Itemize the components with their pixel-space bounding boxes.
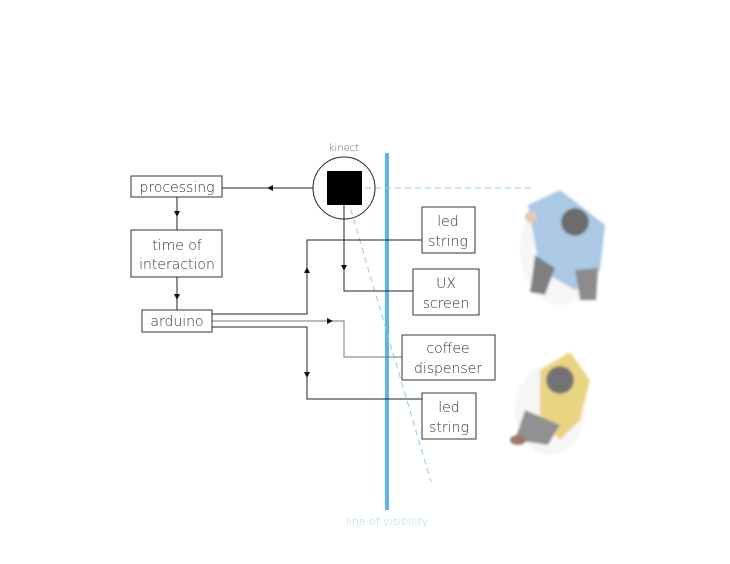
person-top-image [520,190,605,305]
arrow-right-icon [327,318,333,324]
arrow-down-icon [341,265,347,271]
ux-screen-label-1: UX [436,276,456,292]
arrow-down-icon [304,372,310,378]
arduino-to-led-bottom-line [212,326,422,400]
time-of-interaction-box [130,229,223,278]
time-of-interaction-label-2: interaction [139,257,215,273]
connectors [176,187,422,400]
led-string-bottom-label-1: led [438,400,459,416]
arrow-down-icon [174,294,180,300]
led-string-top-label-2: string [428,234,468,250]
arduino-to-led-top-line [212,239,422,315]
kinect-node: kinect [312,143,376,220]
processing-label: processing [140,180,215,196]
kinect-to-ux-line [343,205,413,292]
led-string-bottom-box [421,392,477,440]
line-of-visibility-label: line of visibility [346,515,429,528]
ux-screen-label-2: screen [423,296,470,312]
sight-line-diagonal [344,189,432,483]
arrow-left-icon [267,185,273,191]
led-string-bottom-label-2: string [429,420,469,436]
ux-screen-box [412,268,480,316]
kinect-sensor-icon [327,171,362,205]
arrowheads [174,185,347,378]
arrow-up-icon [304,267,310,273]
kinect-label: kinect [329,143,360,154]
time-of-interaction-label-1: time of [152,238,202,254]
arduino-label: arduino [150,314,203,330]
coffee-dispenser-label-2: dispenser [414,361,482,377]
arduino-box [141,309,213,333]
processing-box [130,175,223,198]
arduino-to-coffee-line [212,320,402,358]
led-string-top-label-1: led [437,214,458,230]
arrow-down-icon [174,211,180,217]
led-string-top-box [421,206,476,254]
coffee-dispenser-box [401,334,496,381]
coffee-dispenser-label-1: coffee [426,341,469,357]
person-bottom-image [510,352,590,455]
